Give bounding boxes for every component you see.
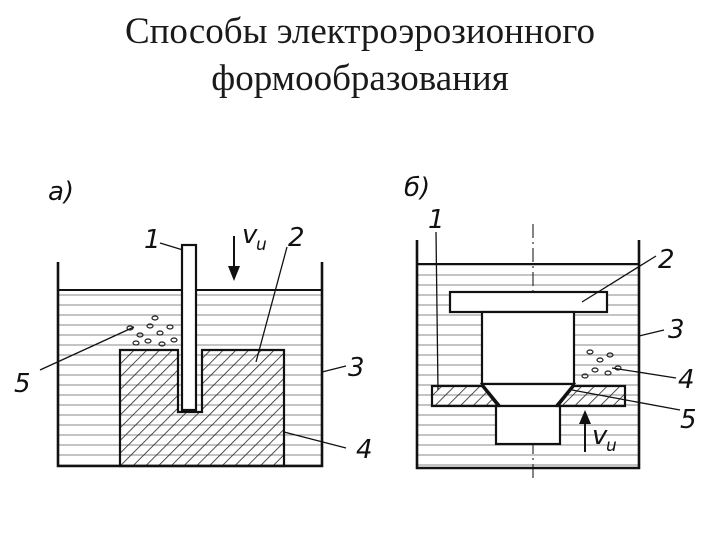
figure-a-callout-3: 3 [348,353,365,383]
figure-b-callout-4: 4 [678,365,695,395]
figure-a-tank [56,262,324,468]
figure-a-velocity-symbol: v [242,220,258,250]
figure-b-callout-2: 2 [658,245,675,275]
figure-a-label: а) [48,177,74,207]
figure-a-velocity-subscript: u [256,235,267,255]
figure-b-leader-lines [435,231,681,411]
figure-b-tool-holder [448,290,609,314]
figure-b-callout-1: 1 [428,205,445,235]
slide-title: Способы электроэрозионного формообразова… [0,8,720,102]
figure-a-callout-4: 4 [356,435,373,465]
figure-b-tool-body [480,310,576,386]
figure-b-tank [415,240,641,470]
figure-b-velocity-symbol: v [592,421,608,451]
figure-a-callout-5: 5 [14,369,31,399]
figure-a-callout-2: 2 [288,223,305,253]
figure-b: б) v u [404,173,697,480]
title-line-2: формообразования [211,58,509,99]
figure-a-workpiece [118,348,286,468]
figure-b-feed-arrow [579,410,591,452]
figure-a-erosion-particles [126,315,178,347]
figure-a-leader-lines [39,242,347,449]
figure-a-feed-arrow [228,236,240,281]
figure-a: а) v u [14,177,373,468]
figure-a-electrode-tool [180,243,198,412]
figure-b-workpiece-left [430,384,501,408]
figure-b-velocity-subscript: u [606,436,617,456]
figure-b-label: б) [404,173,430,203]
figure-b-callout-3: 3 [668,315,685,345]
figure-a-callout-1: 1 [144,225,161,255]
figure-b-callout-5: 5 [680,405,697,435]
title-line-1: Способы электроэрозионного [124,11,596,52]
figure-b-lower-punch [494,404,562,446]
figure-b-erosion-particles [581,349,622,379]
